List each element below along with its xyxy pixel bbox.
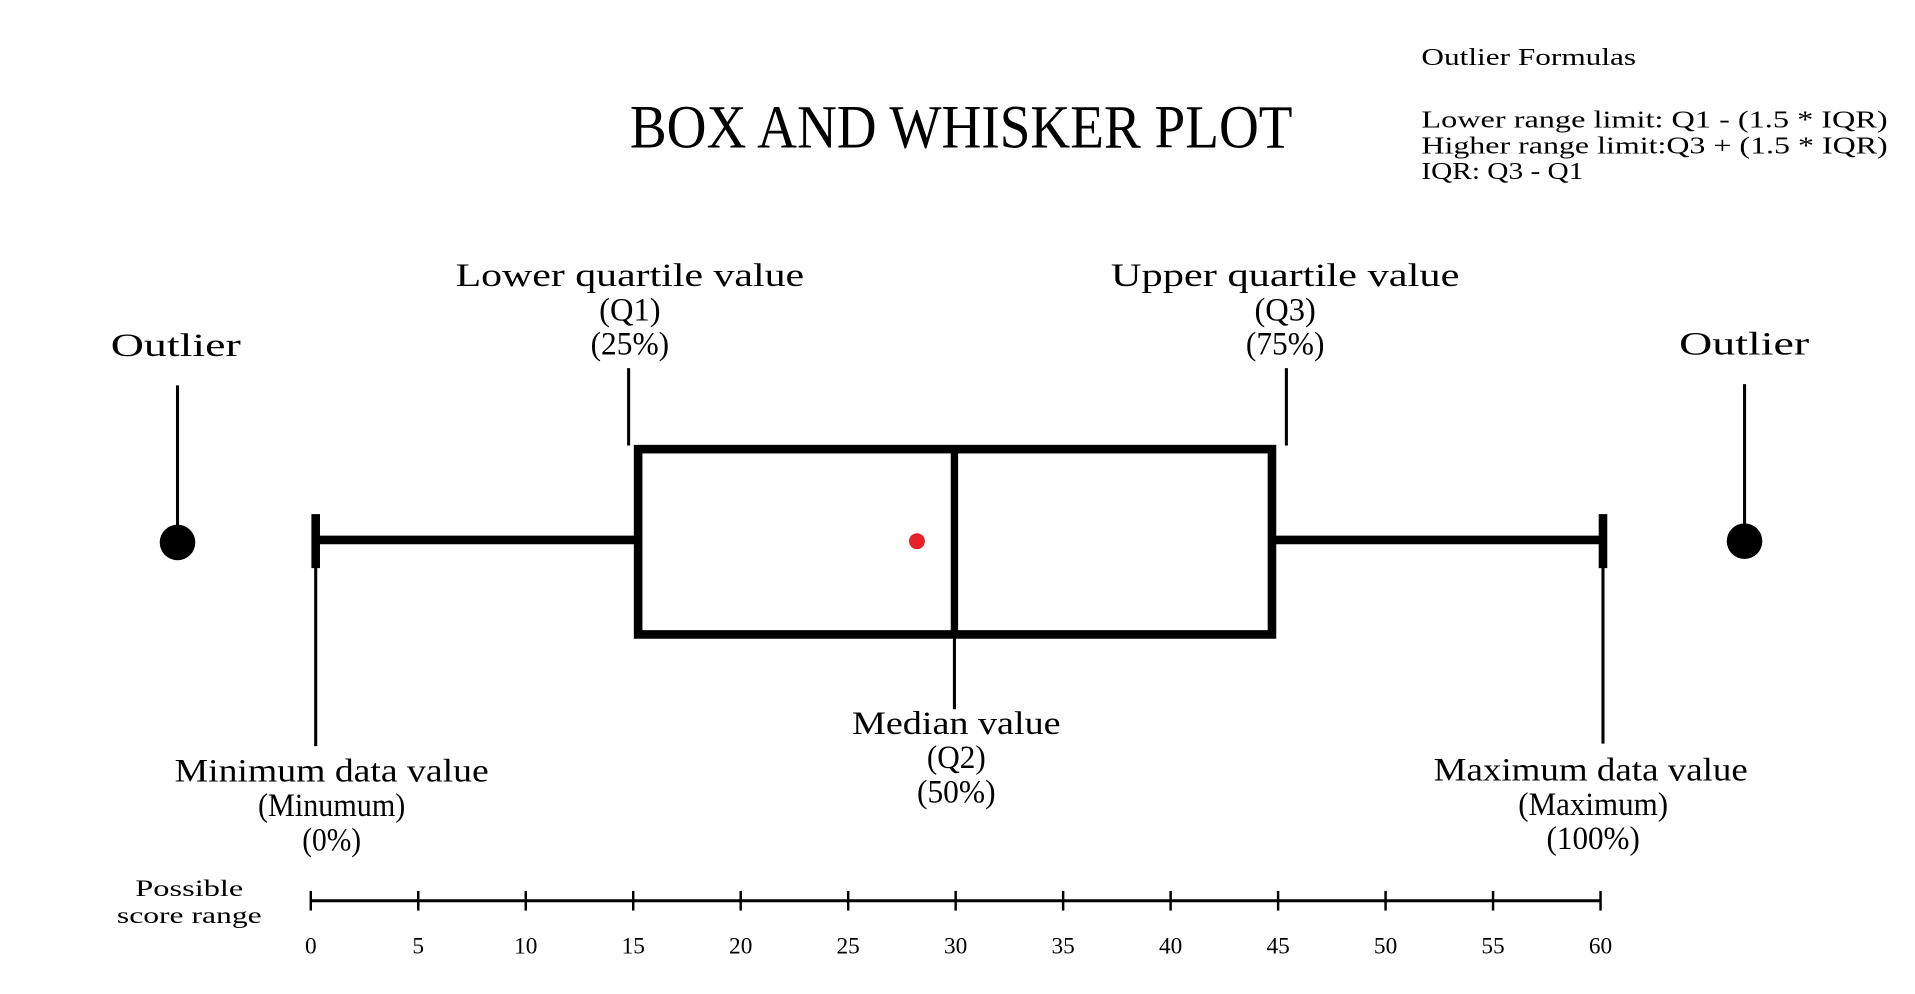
median-label: Median value: [852, 705, 1061, 742]
axis-tick-label: 15: [622, 934, 645, 960]
min-percent-label: (0%): [302, 821, 361, 858]
min-label: Minimum data value: [175, 753, 489, 790]
axis-tick-label: 5: [412, 934, 424, 960]
axis-tick-label: 35: [1051, 934, 1074, 960]
q3-percent-label: (75%): [1246, 326, 1325, 363]
axis-tick-label: 30: [944, 934, 967, 960]
axis-tick-label: 20: [729, 934, 752, 960]
mean-dot: [908, 533, 925, 550]
axis-tick-label: 50: [1374, 934, 1397, 960]
formulas-heading: Outlier Formulas: [1421, 44, 1636, 71]
q3-label: Upper quartile value: [1111, 257, 1460, 294]
axis-tick-label: 10: [514, 934, 537, 960]
formula-iqr: IQR: Q3 - Q1: [1421, 158, 1583, 185]
axis-tick-label: 55: [1481, 934, 1504, 960]
axis-tick-label: 60: [1589, 934, 1612, 960]
max-sub-label: (Maximum): [1518, 786, 1668, 823]
max-percent-label: (100%): [1547, 820, 1640, 857]
outlier-formulas: Outlier Formulas Lower range limit: Q1 -…: [1421, 44, 1887, 185]
axis-label-line2: score range: [117, 903, 262, 929]
formula-lower-limit: Lower range limit: Q1 - (1.5 * IQR): [1421, 107, 1887, 134]
outlier-left-label: Outlier: [111, 327, 241, 364]
median-sub-label: (Q2): [927, 739, 986, 776]
diagram-title: BOX AND WHISKER PLOT: [630, 93, 1293, 161]
q3-sub-label: (Q3): [1254, 291, 1315, 328]
max-label: Maximum data value: [1434, 751, 1748, 788]
q1-sub-label: (Q1): [599, 291, 660, 328]
axis-tick-label: 25: [837, 934, 860, 960]
formula-higher-limit: Higher range limit:Q3 + (1.5 * IQR): [1421, 132, 1887, 159]
axis-tick-label: 0: [305, 934, 317, 960]
min-sub-label: (Minumum): [258, 787, 405, 824]
outlier-right-label: Outlier: [1679, 326, 1809, 363]
axis-label-line1: Possible: [135, 876, 243, 902]
outlier-point-right: [1726, 523, 1763, 559]
q1-percent-label: (25%): [591, 326, 670, 363]
axis-tick-label: 45: [1266, 934, 1289, 960]
q1-label: Lower quartile value: [456, 257, 805, 294]
axis-tick-label: 40: [1159, 934, 1182, 960]
outlier-point-left: [159, 524, 196, 561]
median-percent-label: (50%): [917, 774, 996, 811]
